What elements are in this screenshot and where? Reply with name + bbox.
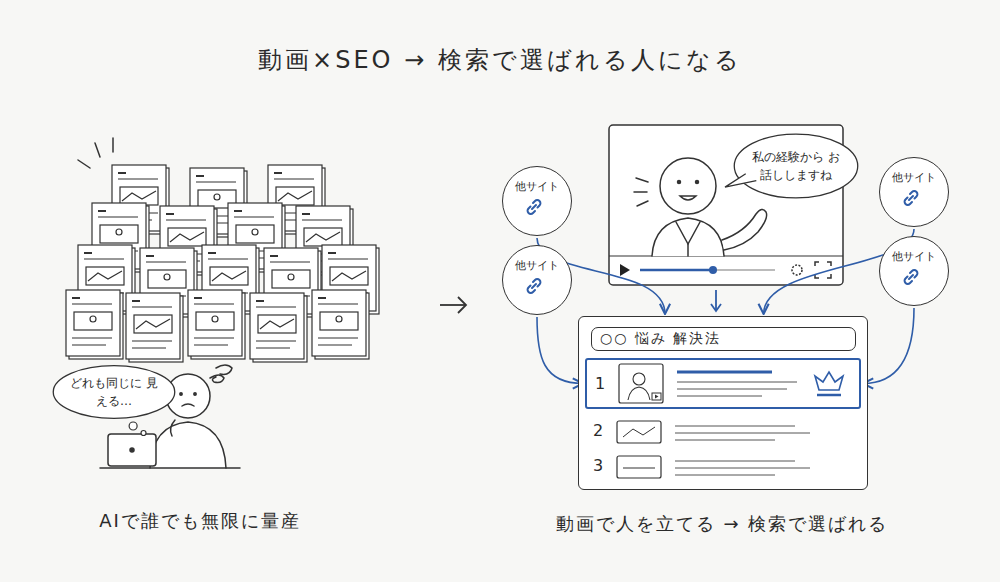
document-page [312, 290, 369, 359]
panel-node: ○○ 悩み 解決法 1 2 3 [578, 316, 868, 490]
video-arrow [711, 290, 721, 311]
result-content [585, 452, 861, 482]
document-pile [66, 165, 379, 362]
thought-node: どれも同じに 見える… [52, 364, 176, 420]
node-text: 他サイト [880, 170, 948, 185]
search-query: ○○ 悩み 解決法 [591, 327, 856, 351]
caption-label: 動画で人を立てる → 検索で選ばれる [556, 512, 889, 536]
rank-number: 3 [593, 456, 603, 475]
row-node: 3 [585, 452, 861, 482]
result-content [587, 360, 859, 407]
site-node: 他サイト [879, 157, 949, 227]
document-page [188, 290, 245, 359]
node-text: 他サイト [880, 249, 948, 264]
row-node: 1 [585, 358, 861, 409]
bubble-outline [52, 364, 176, 420]
link-arrow [863, 308, 914, 384]
link-icon [524, 197, 544, 217]
site-node: 他サイト [502, 245, 572, 315]
rank-number: 2 [593, 421, 603, 440]
node-text: 他サイト [503, 179, 571, 194]
document-page [126, 293, 183, 362]
document-page [66, 290, 123, 359]
link-icon [524, 276, 544, 296]
link-arrow [537, 317, 583, 384]
result-content [585, 417, 861, 447]
row-node: 2 [585, 417, 861, 447]
link-icon [901, 267, 921, 287]
document-page [250, 293, 307, 362]
rank-number: 1 [595, 374, 605, 393]
node-text: 私の経験から お話ししますね [733, 148, 859, 184]
surprise-strokes [78, 138, 113, 168]
speech-node: 私の経験から お話ししますね [733, 132, 859, 200]
diagram-title: 動画×SEO → 検索で選ばれる人になる [0, 44, 1000, 76]
caption-label: AIで誰でも無限に量産 [99, 509, 301, 533]
node-text: どれも同じに 見える… [52, 374, 176, 410]
site-node: 他サイト [879, 236, 949, 306]
site-node: 他サイト [502, 166, 572, 236]
link-icon [901, 188, 921, 208]
node-text: 他サイト [503, 258, 571, 273]
bubble-outline [733, 132, 859, 200]
transition-arrow [440, 297, 466, 313]
